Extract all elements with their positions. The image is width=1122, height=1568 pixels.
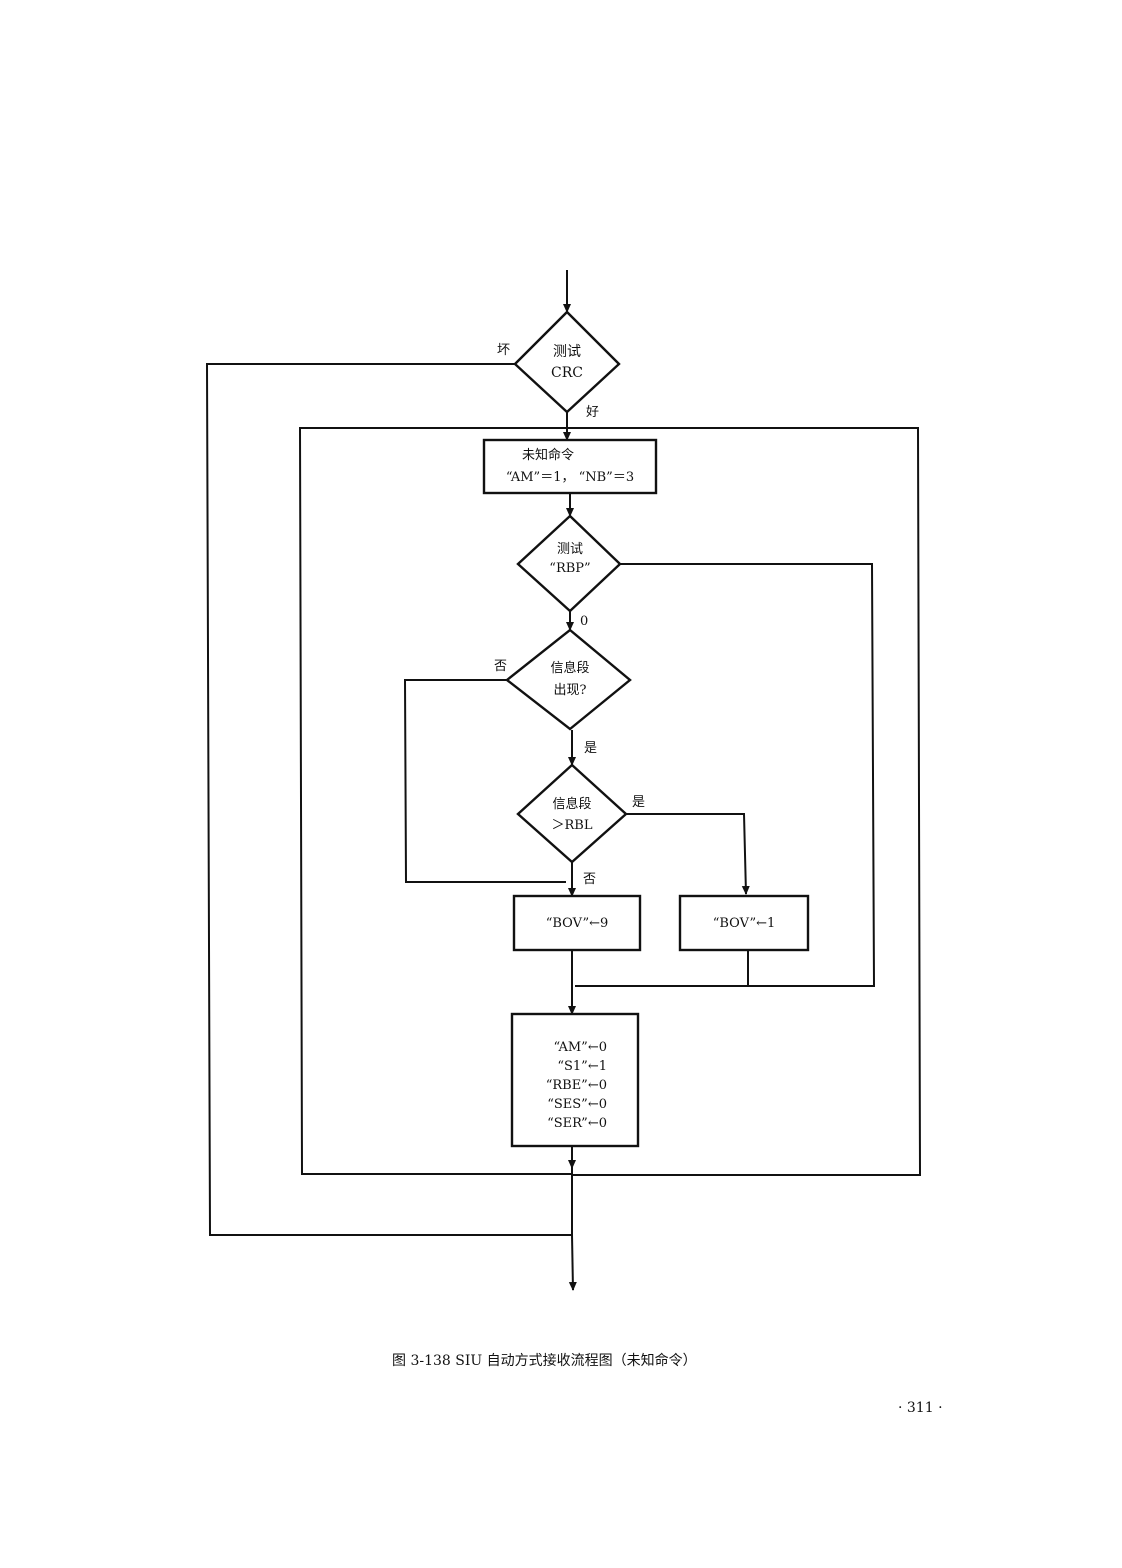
figure-caption: 图 3-138 SIU 自动方式接收流程图（未知命令） [392,1353,697,1369]
present-no-loop [403,679,566,883]
label-present-no: 否 [494,659,507,674]
reset-line-s1: “S1”←1 [557,1059,607,1074]
info-gt-rbl-decision: 信息段 ＞RBL [516,763,628,864]
exit-arrow [568,1234,577,1291]
outer-loop [298,427,922,1176]
unknown-command-box: 未知命令 “AM”＝1， “NB”＝3 [482,438,658,495]
test-rbp-line2: “RBP” [549,561,590,576]
bov1-text: “BOV”←1 [713,916,776,931]
reset-line-am: “AM”←0 [554,1040,607,1055]
test-crc-line1: 测试 [553,344,581,360]
rbl-yes-arrow [626,813,750,895]
label-crc-good: 好 [586,405,599,420]
bov9-box: “BOV”←9 [512,894,642,952]
label-rbl-no: 否 [583,872,596,887]
info-present-line1: 信息段 [550,660,589,676]
test-crc-decision: 测试 CRC [513,310,621,414]
test-rbp-line1: 测试 [557,542,583,557]
reset-block: “AM”←0 “S1”←1 “RBE”←0 “SES”←0 “SER”←0 [510,1012,640,1148]
label-rbp-zero: 0 [580,614,588,629]
connectors [205,270,922,1291]
rbp-other-loop [575,563,876,987]
reset-line-ser: “SER”←0 [547,1116,607,1131]
bov1-box: “BOV”←1 [678,894,810,952]
unknown-command-assign: “AM”＝1， “NB”＝3 [506,470,634,485]
label-rbl-yes: 是 [632,795,645,810]
label-present-yes: 是 [584,741,597,756]
crc-bad-loop [205,363,572,1236]
label-crc-bad: 坏 [497,343,510,358]
test-crc-line2: CRC [551,365,583,381]
reset-line-ses: “SES”←0 [547,1097,607,1112]
unknown-command-title: 未知命令 [522,447,574,463]
info-gt-rbl-line1: 信息段 [552,796,591,812]
reset-line-rbe: “RBE”←0 [546,1078,607,1093]
info-present-line2: 出现? [554,683,587,698]
page-number: · 311 · [898,1400,943,1416]
info-gt-rbl-line2: ＞RBL [552,818,593,833]
info-present-decision: 信息段 出现? [505,628,632,731]
bov9-text: “BOV”←9 [546,916,609,931]
test-rbp-decision: 测试 “RBP” [516,514,622,613]
